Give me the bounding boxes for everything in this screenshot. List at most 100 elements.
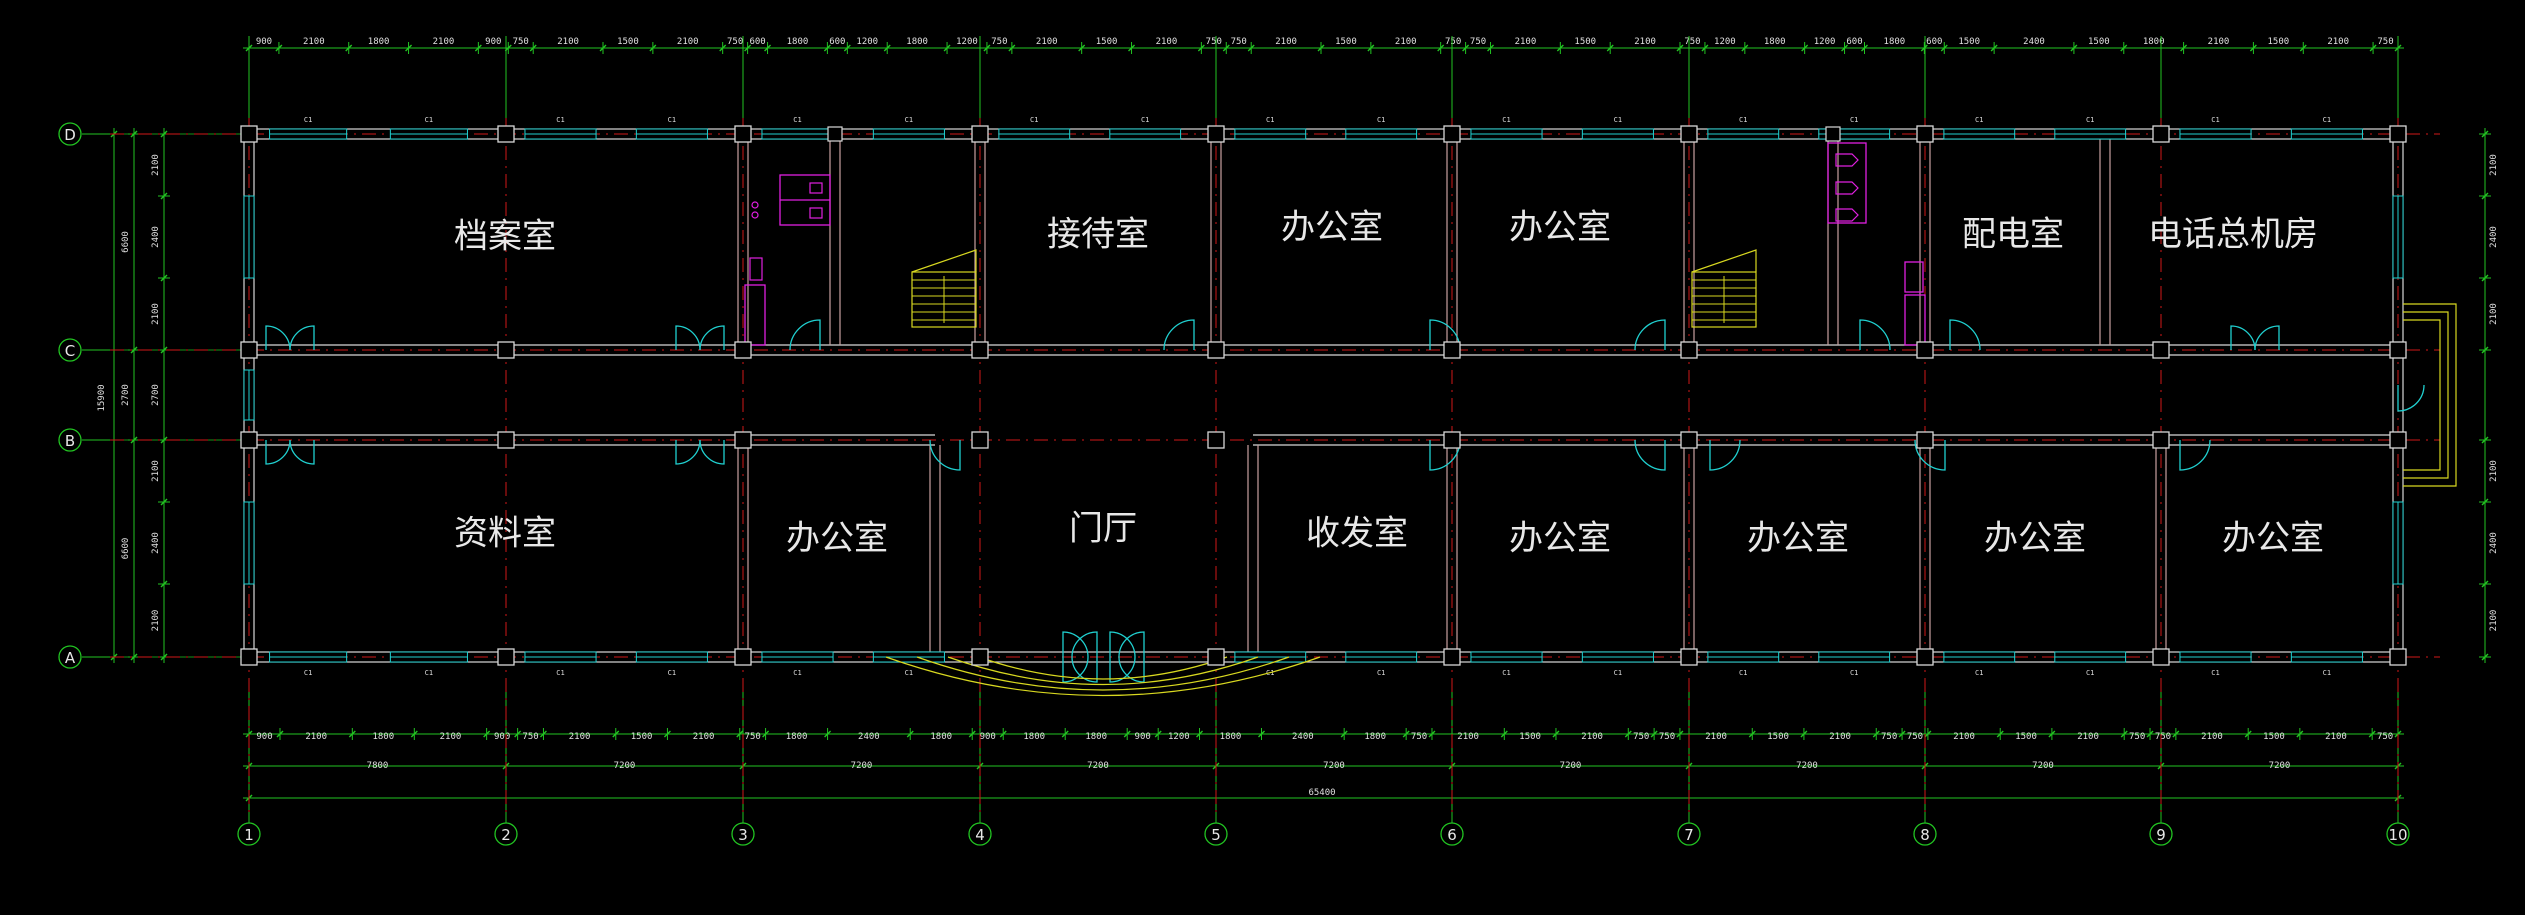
dim-text: 1800 xyxy=(2143,37,2165,47)
dim-tick-slash xyxy=(1841,44,1849,52)
axis-bubble-D xyxy=(58,122,82,146)
axis-lines xyxy=(110,118,2440,812)
dim-tick-slash xyxy=(276,730,284,738)
structural-column xyxy=(734,341,752,359)
structural-column xyxy=(240,125,258,143)
wash-basin-group-east xyxy=(1904,294,1926,346)
wash-basin-group xyxy=(744,284,766,346)
entrance-door-leaf xyxy=(1118,631,1145,658)
dim-tick-slash xyxy=(1650,730,1658,738)
entrance-step xyxy=(978,656,1228,680)
dim-text: 1500 xyxy=(617,37,639,47)
dim-text: 750 xyxy=(1633,732,1649,742)
window-tag: C1 xyxy=(1975,116,1983,124)
structural-column xyxy=(971,648,989,666)
dim-tick-slash xyxy=(160,580,168,588)
door-leaf xyxy=(265,439,291,465)
door xyxy=(1163,319,1195,351)
dim-text: 900 xyxy=(256,37,272,47)
dim-tick-slash xyxy=(1552,730,1560,738)
window-tag: C1 xyxy=(1850,116,1858,124)
door xyxy=(1634,319,1666,351)
dim-text: 7200 xyxy=(851,761,873,771)
dim-tick-slash xyxy=(906,730,914,738)
room-label-archive: 档案室 xyxy=(454,217,556,257)
side-exit-step xyxy=(2403,319,2441,471)
window-tag: C1 xyxy=(905,116,913,124)
axis-bubble-label: 5 xyxy=(1211,826,1221,844)
dim-tick-slash xyxy=(1367,44,1375,52)
dim-tick-slash xyxy=(2244,730,2252,738)
dim-text: 2400 xyxy=(151,226,161,248)
window-tag: C1 xyxy=(905,669,913,677)
dim-text: 2100 xyxy=(2201,732,2223,742)
structural-column xyxy=(971,341,989,359)
dim-text: 750 xyxy=(2377,37,2393,47)
dim-text: 750 xyxy=(1206,37,1222,47)
structural-column xyxy=(2389,125,2407,143)
dim-tick-slash xyxy=(1801,44,1809,52)
dim-tick-slash xyxy=(2481,346,2489,354)
door xyxy=(2179,439,2211,471)
urinal xyxy=(751,211,759,219)
dim-tick-slash xyxy=(1872,730,1880,738)
axis-bubble-2 xyxy=(494,822,518,846)
axis-bubble-label: 2 xyxy=(501,826,511,844)
dim-text: 750 xyxy=(1881,732,1897,742)
stair-east-landing xyxy=(1691,249,1757,273)
dim-text: 1800 xyxy=(1364,732,1386,742)
axis-bubble-B xyxy=(58,428,82,452)
dim-tick-slash xyxy=(160,274,168,282)
dim-text: 1500 xyxy=(631,732,653,742)
dim-text: 1500 xyxy=(2015,732,2037,742)
dim-tick-slash xyxy=(2299,44,2307,52)
window-tag: C1 xyxy=(1614,669,1622,677)
dim-text: 1800 xyxy=(1023,732,1045,742)
dim-text: 750 xyxy=(1907,732,1923,742)
dimension-total: 65400 xyxy=(1308,788,1335,798)
dim-tick-slash xyxy=(1990,44,1998,52)
door-leaf xyxy=(289,325,315,351)
structural-column xyxy=(1207,431,1225,449)
structural-column xyxy=(827,126,843,142)
window-tag: C1 xyxy=(1377,116,1385,124)
dim-tick-slash xyxy=(2172,730,2180,738)
dim-tick-slash xyxy=(1606,44,1614,52)
stairs xyxy=(885,249,2457,697)
structural-column xyxy=(240,431,258,449)
structural-column xyxy=(1680,341,1698,359)
structural-column xyxy=(2389,341,2407,359)
dim-text: 7200 xyxy=(2269,761,2291,771)
dim-text: 1800 xyxy=(372,732,394,742)
entrance-door-leaf xyxy=(1062,656,1089,683)
window-tag: C1 xyxy=(1502,116,1510,124)
axis-bubble-label: 6 xyxy=(1447,826,1457,844)
window-tag: C1 xyxy=(1739,669,1747,677)
structural-column xyxy=(1443,431,1461,449)
room-label-office-bottom-1: 办公室 xyxy=(786,519,888,559)
room-label-office-bottom-4: 办公室 xyxy=(1984,519,2086,559)
dim-tick-slash xyxy=(599,44,607,52)
dim-text: 2100 xyxy=(433,37,455,47)
dim-tick-slash xyxy=(2048,730,2056,738)
dim-text: 600 xyxy=(749,37,765,47)
dim-text: 2100 xyxy=(2077,732,2099,742)
dim-text: 600 xyxy=(829,37,845,47)
dim-tick-slash xyxy=(762,730,770,738)
structural-column xyxy=(1207,341,1225,359)
dim-tick-slash xyxy=(160,192,168,200)
dim-tick-slash xyxy=(1898,730,1906,738)
dimension-left-total: 15900 xyxy=(97,384,107,411)
dim-text: 1800 xyxy=(906,37,928,47)
dim-tick-slash xyxy=(1428,730,1436,738)
dim-tick-slash xyxy=(514,730,522,738)
dim-tick-slash xyxy=(1940,44,1948,52)
dim-text: 750 xyxy=(1411,732,1427,742)
axis-bubble-8 xyxy=(1913,822,1937,846)
dim-text: 1200 xyxy=(1814,37,1836,47)
dim-text: 1800 xyxy=(1220,732,1242,742)
room-label-power-room: 配电室 xyxy=(1962,215,2064,255)
entrance-door-leaf xyxy=(1071,656,1098,683)
dim-text: 2100 xyxy=(2489,154,2499,176)
sink-east xyxy=(1904,261,1924,293)
